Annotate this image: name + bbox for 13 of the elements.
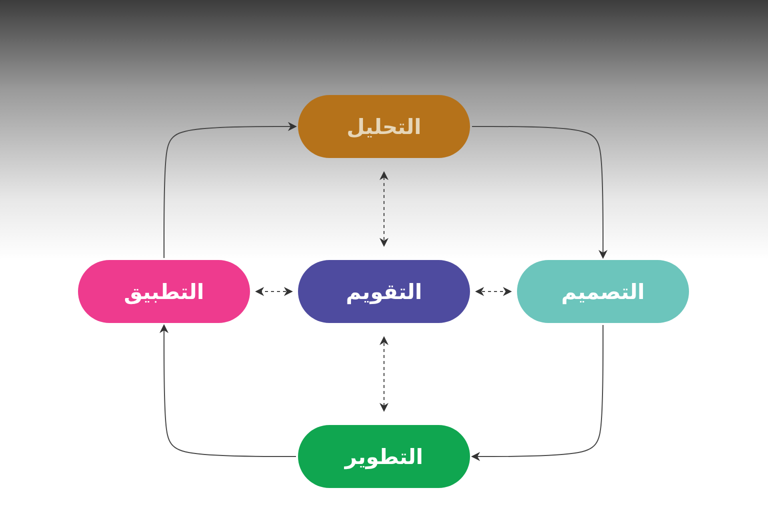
stage-label: التحليل <box>346 114 422 138</box>
stage-label: التقويم <box>346 280 422 304</box>
dashed-double-arrow <box>380 336 388 412</box>
stage-label: التصميم <box>561 280 645 304</box>
dashed-double-arrow <box>475 287 512 296</box>
stage-label: التطبيق <box>124 280 204 304</box>
curved-arrow <box>160 324 296 457</box>
curved-arrow <box>471 324 604 461</box>
stage-label: التطوير <box>344 444 424 468</box>
dashed-double-arrow <box>255 287 293 296</box>
curved-arrow <box>164 122 297 258</box>
dashed-double-arrow <box>380 171 388 247</box>
curved-arrow <box>472 126 608 259</box>
